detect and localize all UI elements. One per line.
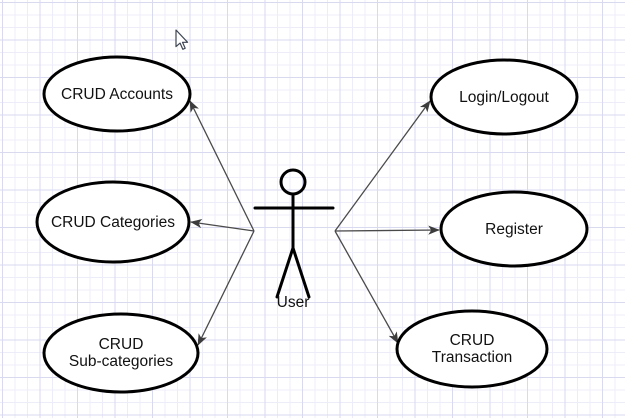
usecase-ellipse[interactable] — [395, 309, 549, 389]
connector-user-crud-accounts[interactable] — [189, 100, 255, 232]
usecase-ellipse[interactable] — [42, 312, 200, 394]
connector-user-crud-categories[interactable] — [190, 218, 255, 232]
usecase-login-logout[interactable]: Login/Logout — [429, 58, 579, 136]
usecase-ellipse[interactable] — [439, 190, 589, 268]
usecase-ellipse[interactable] — [42, 55, 192, 133]
usecase-label-line1: CRUD — [450, 332, 495, 349]
usecase-register[interactable]: Register — [439, 190, 589, 268]
connector-user-login-logout[interactable] — [334, 100, 431, 232]
usecase-ellipse[interactable] — [35, 180, 191, 264]
usecase-ellipse[interactable] — [429, 58, 579, 136]
usecase-label: Login/Logout — [459, 89, 549, 106]
actor-user[interactable]: User — [253, 168, 335, 311]
usecase-crud-subcategories[interactable]: CRUD Sub-categories — [42, 312, 200, 394]
actor-head[interactable] — [279, 168, 307, 196]
connectors — [189, 100, 440, 346]
usecase-label-line2: Sub-categories — [69, 353, 174, 370]
usecase-crud-transaction[interactable]: CRUD Transaction — [395, 309, 549, 389]
arrow-cursor-icon — [175, 29, 189, 50]
usecase-label: Register — [485, 221, 543, 238]
actor-label: User — [277, 294, 310, 311]
usecase-crud-accounts[interactable]: CRUD Accounts — [42, 55, 192, 133]
actor-leg-left[interactable] — [275, 246, 295, 299]
usecase-label-line2: Transaction — [432, 349, 512, 366]
usecase-crud-categories[interactable]: CRUD Categories — [35, 180, 191, 264]
connector-user-register[interactable] — [334, 225, 440, 235]
connector-user-crud-transaction[interactable] — [334, 230, 399, 344]
connector-user-crud-subcategories[interactable] — [197, 230, 255, 346]
usecase-label: CRUD Accounts — [61, 86, 173, 103]
usecase-label: CRUD Categories — [51, 214, 175, 231]
actor-leg-right[interactable] — [291, 246, 311, 299]
usecase-label-line1: CRUD — [99, 336, 144, 353]
